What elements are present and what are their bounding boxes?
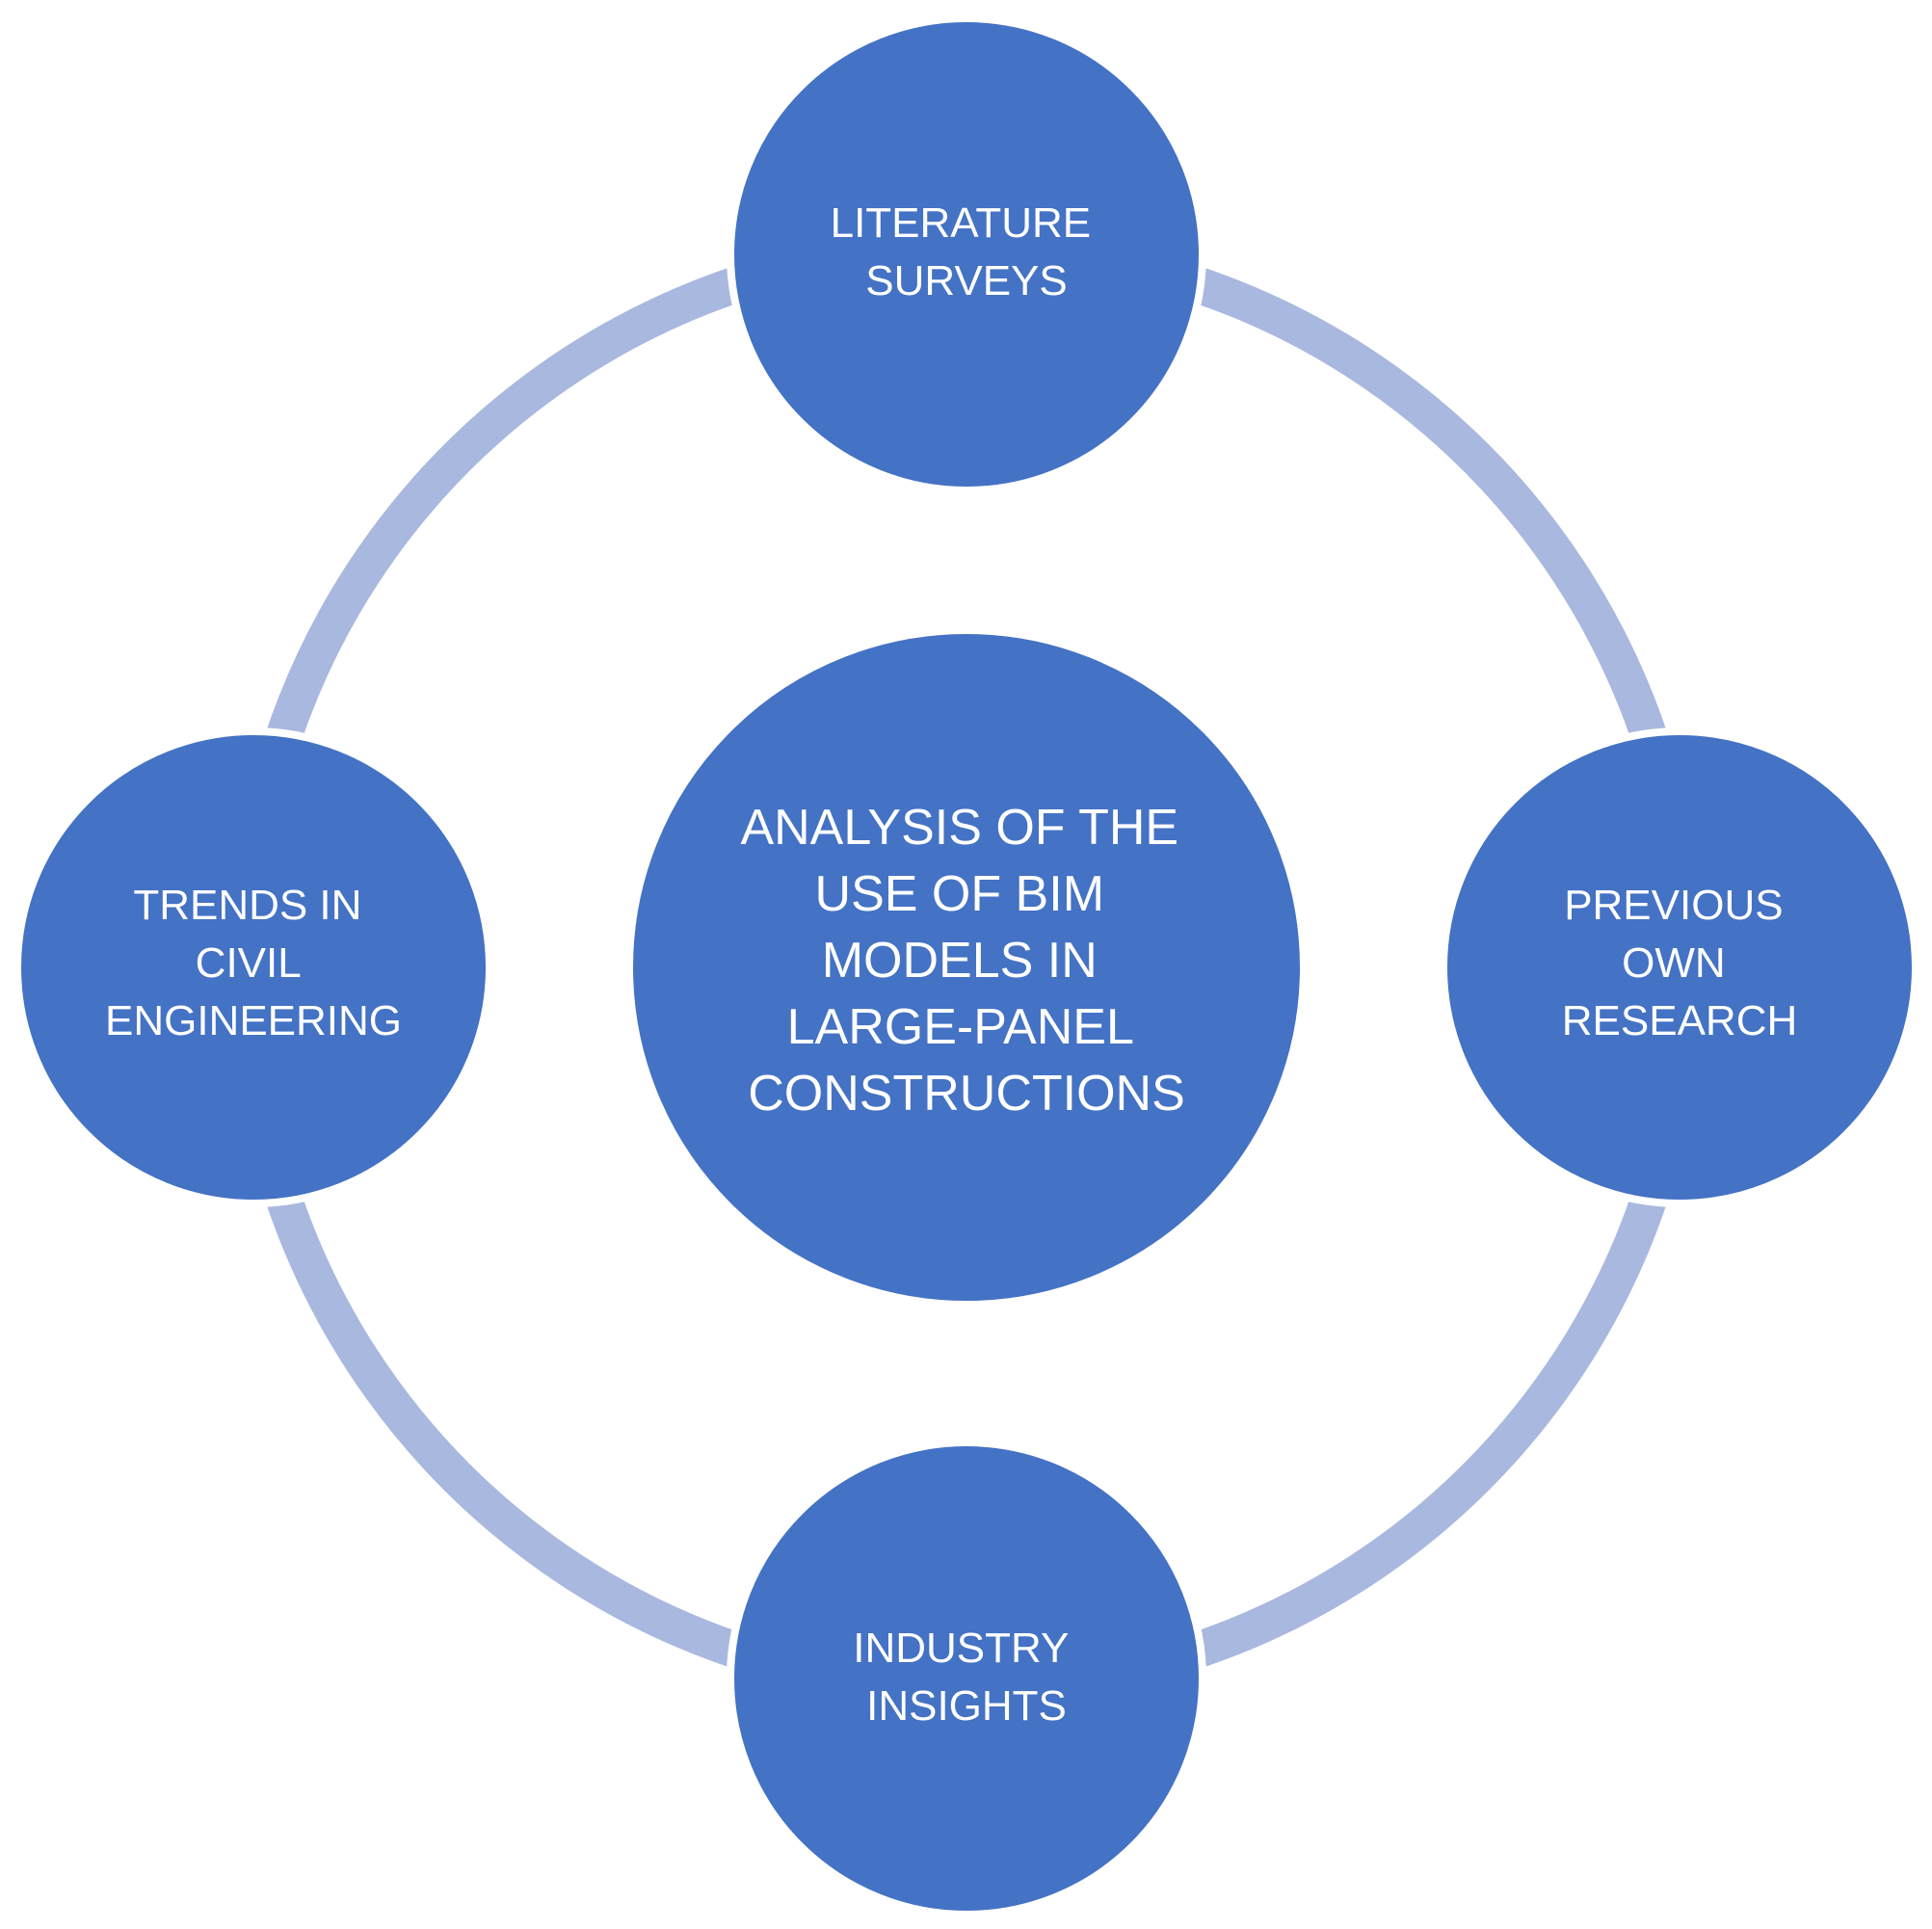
node-top-circle: [727, 14, 1206, 494]
node-top-line-2: SURVEYS: [865, 257, 1068, 304]
node-right-line-2: OWN: [1622, 939, 1726, 987]
node-left-line-2: CIVIL: [196, 939, 302, 987]
center-line-3: MODELS IN: [822, 933, 1098, 989]
node-bottom-line-2: INSIGHTS: [866, 1682, 1067, 1730]
center-line-5: CONSTRUCTIONS: [748, 1066, 1185, 1122]
center-line-1: ANALYSIS OF THE: [740, 800, 1178, 856]
center-node: ANALYSIS OF THE USE OF BIM MODELS IN LAR…: [625, 626, 1308, 1308]
node-trends-in-civil-engineering: TRENDS IN CIVIL ENGINEERING: [13, 727, 493, 1207]
node-right-line-1: PREVIOUS: [1564, 882, 1783, 929]
node-right-label: PREVIOUS OWN RESEARCH: [1562, 882, 1798, 1044]
center-line-2: USE OF BIM: [815, 866, 1104, 922]
node-top-label: LITERATURE SURVEYS: [831, 199, 1103, 304]
node-left-circle: [13, 727, 493, 1207]
node-right-line-3: RESEARCH: [1562, 997, 1798, 1044]
node-bottom-label: INDUSTRY INSIGHTS: [853, 1625, 1080, 1730]
node-left-line-1: TRENDS IN: [133, 882, 361, 929]
node-right-circle: [1440, 727, 1919, 1207]
node-bottom-line-1: INDUSTRY: [853, 1625, 1069, 1672]
node-literature-surveys: LITERATURE SURVEYS: [727, 14, 1206, 494]
node-bottom-circle: [727, 1439, 1206, 1918]
center-line-4: LARGE-PANEL: [787, 999, 1133, 1055]
center-node-circle: [625, 626, 1308, 1308]
node-left-label: TRENDS IN CIVIL ENGINEERING: [105, 882, 402, 1044]
node-previous-own-research: PREVIOUS OWN RESEARCH: [1440, 727, 1919, 1207]
node-industry-insights: INDUSTRY INSIGHTS: [727, 1439, 1206, 1918]
node-left-line-3: ENGINEERING: [105, 997, 402, 1044]
center-node-label: ANALYSIS OF THE USE OF BIM MODELS IN LAR…: [740, 800, 1192, 1122]
node-top-line-1: LITERATURE: [831, 199, 1092, 247]
